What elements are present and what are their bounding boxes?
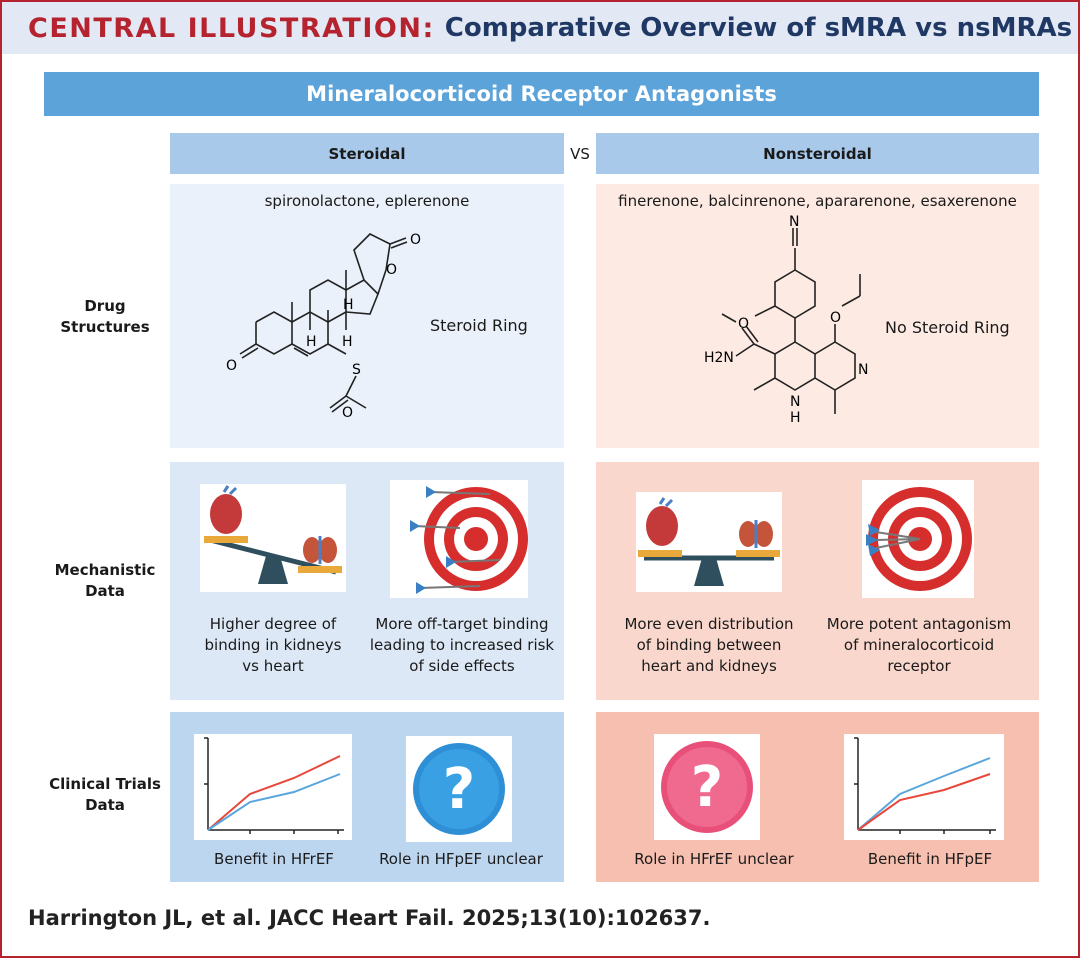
nonsteroidal-mechanistic-panel: More even distribution of binding betwee…: [596, 462, 1039, 700]
caption-line: More even distribution: [624, 615, 794, 633]
heart-icon: [646, 506, 678, 546]
comparator-trend-line: [857, 773, 991, 831]
caption-line: leading to increased risk: [369, 636, 555, 654]
nonsteroidal-mech-caption-2: More potent antagonism of mineralocortic…: [818, 614, 1020, 677]
caption-line: receptor: [887, 657, 951, 675]
atom-h-3: H: [342, 334, 353, 350]
row-label-drug-structures: Drug Structures: [40, 296, 170, 338]
column-header-nonsteroidal: Nonsteroidal: [596, 133, 1039, 174]
steroidal-mech-caption-2: More off-target binding leading to incre…: [362, 614, 562, 677]
nonsteroidal-clinical-panel: ? Role in HFrEF unclear Benefit in HFpEF: [596, 712, 1039, 882]
figure-header: CENTRAL ILLUSTRATION: Comparative Overvi…: [2, 2, 1078, 54]
caption-line: of binding between: [636, 636, 782, 654]
atom-n-amine: N: [790, 394, 800, 410]
caption-line: More off-target binding: [375, 615, 549, 633]
dart-icon: [426, 486, 436, 498]
question-image-left: ?: [406, 736, 512, 842]
heart-icon: [210, 494, 242, 534]
steroidal-chart-caption: Benefit in HFrEF: [214, 850, 334, 868]
atom-o-ketone: O: [226, 358, 237, 374]
target-icon: [866, 487, 972, 591]
atom-n-nitrile: N: [789, 214, 799, 230]
caption-line: binding in kidneys: [204, 636, 342, 654]
scale-icon: [638, 497, 780, 586]
finerenone-structure: N O O O N N H H2N: [704, 214, 868, 426]
question-glyph: ?: [691, 755, 723, 820]
nsMRA-trend-line: [857, 757, 991, 831]
caption-line: vs heart: [242, 657, 304, 675]
figure-title: Comparative Overview of sMRA vs nsMRAs: [444, 13, 1073, 43]
comparator-trend-line: [207, 773, 341, 831]
question-mark-icon: ?: [413, 743, 505, 835]
column-header-steroidal: Steroidal: [170, 133, 564, 174]
row-label-line: Clinical Trials: [49, 775, 161, 793]
atom-o-methoxy: O: [738, 316, 749, 332]
question-mark-icon: ?: [661, 741, 753, 833]
central-illustration-label: CENTRAL ILLUSTRATION:: [28, 12, 435, 44]
steroidal-drug-names: spironolactone, eplerenone: [264, 192, 470, 210]
steroidal-mech-caption-1: Higher degree of binding in kidneys vs h…: [190, 614, 356, 677]
on-target-darts-image: [862, 480, 974, 598]
steroidal-mechanistic-panel: Higher degree of binding in kidneys vs h…: [170, 462, 564, 700]
caption-line: heart and kidneys: [641, 657, 777, 675]
atom-h-amine: H: [790, 410, 801, 426]
nonsteroidal-icon-caption: Role in HFrEF unclear: [634, 850, 794, 868]
steroidal-clinical-panel: ? Benefit in HFrEF Role in HFpEF unclear: [170, 712, 564, 882]
row-label-line: Drug: [84, 297, 126, 315]
trend-chart-icon: [204, 737, 344, 834]
steroidal-icon-caption: Role in HFpEF unclear: [379, 850, 543, 868]
row-label-line: Data: [85, 796, 125, 814]
caption-line: Higher degree of: [209, 615, 337, 633]
atom-o-ring: O: [386, 262, 397, 278]
steroidal-structure-panel: spironolactone, eplerenone: [170, 184, 564, 448]
row-label-mechanistic-data: Mechanistic Data: [40, 560, 170, 602]
versus-label: VS: [570, 144, 590, 163]
no-steroid-ring-label: No Steroid Ring: [885, 318, 1010, 337]
atom-h-1: H: [343, 297, 354, 313]
heart-kidney-scale-image: [200, 484, 346, 592]
atom-h-2: H: [306, 334, 317, 350]
dart-icon: [868, 524, 880, 536]
sMRA-trend-line: [207, 755, 341, 831]
atom-n-pyridine: N: [858, 362, 868, 378]
nonsteroidal-mech-caption-1: More even distribution of binding betwee…: [616, 614, 802, 677]
question-image-right: ?: [654, 734, 760, 840]
hfpef-benefit-chart: [844, 734, 1004, 840]
atom-s: S: [352, 362, 361, 378]
nonsteroidal-drug-names: finerenone, balcinrenone, apararenone, e…: [618, 192, 1017, 210]
mra-banner: Mineralocorticoid Receptor Antagonists: [44, 72, 1039, 116]
hfref-benefit-chart: [194, 734, 352, 840]
kidney-icon: [303, 537, 321, 563]
row-label-line: Mechanistic: [54, 561, 156, 579]
balanced-scale-image: [636, 492, 782, 592]
trend-chart-icon: [854, 737, 996, 834]
nonsteroidal-structure-panel: finerenone, balcinrenone, apararenone, e…: [596, 184, 1039, 448]
atom-h2n: H2N: [704, 350, 734, 366]
caption-line: of side effects: [409, 657, 515, 675]
kidney-icon: [739, 521, 757, 547]
atom-o-ethoxy: O: [830, 310, 841, 326]
scale-icon: [204, 485, 342, 584]
row-label-clinical-trials-data: Clinical Trials Data: [40, 774, 170, 816]
row-label-line: Data: [85, 582, 125, 600]
citation: Harrington JL, et al. JACC Heart Fail. 2…: [28, 906, 711, 930]
caption-line: More potent antagonism: [826, 615, 1012, 633]
atom-o-lactone: O: [410, 232, 421, 248]
row-label-line: Structures: [60, 318, 150, 336]
steroid-ring-label: Steroid Ring: [430, 316, 528, 335]
off-target-darts-image: [390, 480, 528, 598]
question-glyph: ?: [443, 757, 475, 822]
spironolactone-structure: O O O O H H H S: [226, 232, 421, 421]
caption-line: of mineralocorticoid: [843, 636, 995, 654]
nonsteroidal-chart-caption: Benefit in HFpEF: [867, 850, 993, 868]
target-icon: [410, 486, 528, 594]
atom-o-acetyl: O: [342, 405, 353, 421]
